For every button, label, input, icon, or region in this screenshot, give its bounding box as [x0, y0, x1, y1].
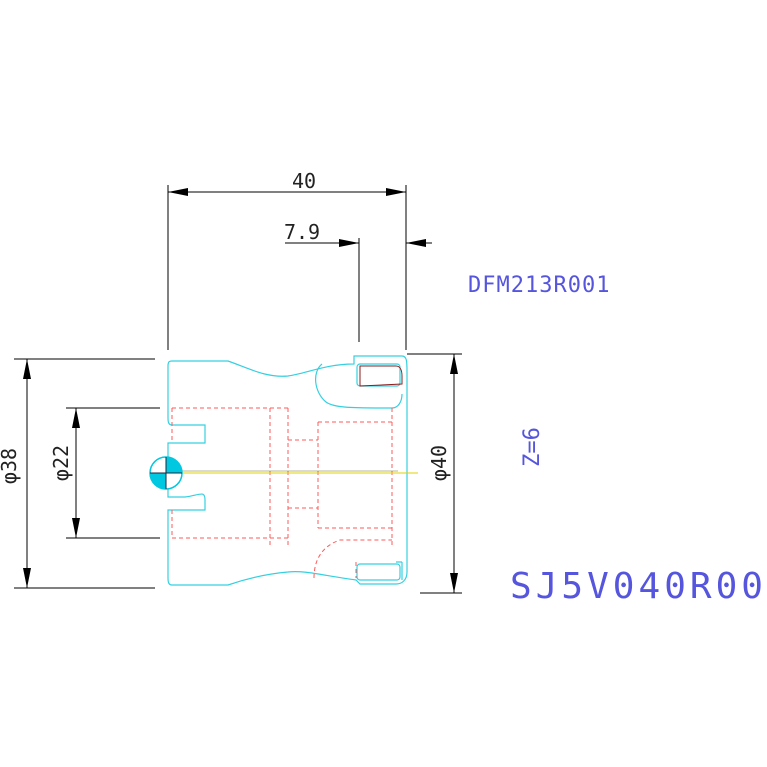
- right-edge-step: [396, 561, 403, 580]
- upper-key-slot: [356, 363, 401, 387]
- origin-marker: [149, 456, 183, 490]
- dimension-lines: [14, 185, 462, 594]
- part-code-top: DFM213R001: [468, 273, 610, 298]
- teeth-count: Z=6: [520, 427, 545, 467]
- dimension-arrows: [23, 188, 458, 593]
- lower-key-slot: [356, 563, 401, 581]
- upper-pocket: [315, 363, 403, 409]
- dim-outer-diameter: φ38: [0, 448, 21, 484]
- outer-contour: [167, 355, 408, 586]
- part-outline: [167, 355, 408, 586]
- dim-bore-diameter: φ22: [49, 445, 73, 481]
- dim-right-diameter: φ40: [427, 445, 451, 481]
- dim-overall-length: 40: [292, 169, 316, 193]
- part-code-bottom: SJ5V040R00: [510, 566, 767, 607]
- dim-offset: 7.9: [284, 220, 320, 244]
- hidden-lines: [171, 407, 393, 579]
- upper-slot-edge: [359, 365, 403, 387]
